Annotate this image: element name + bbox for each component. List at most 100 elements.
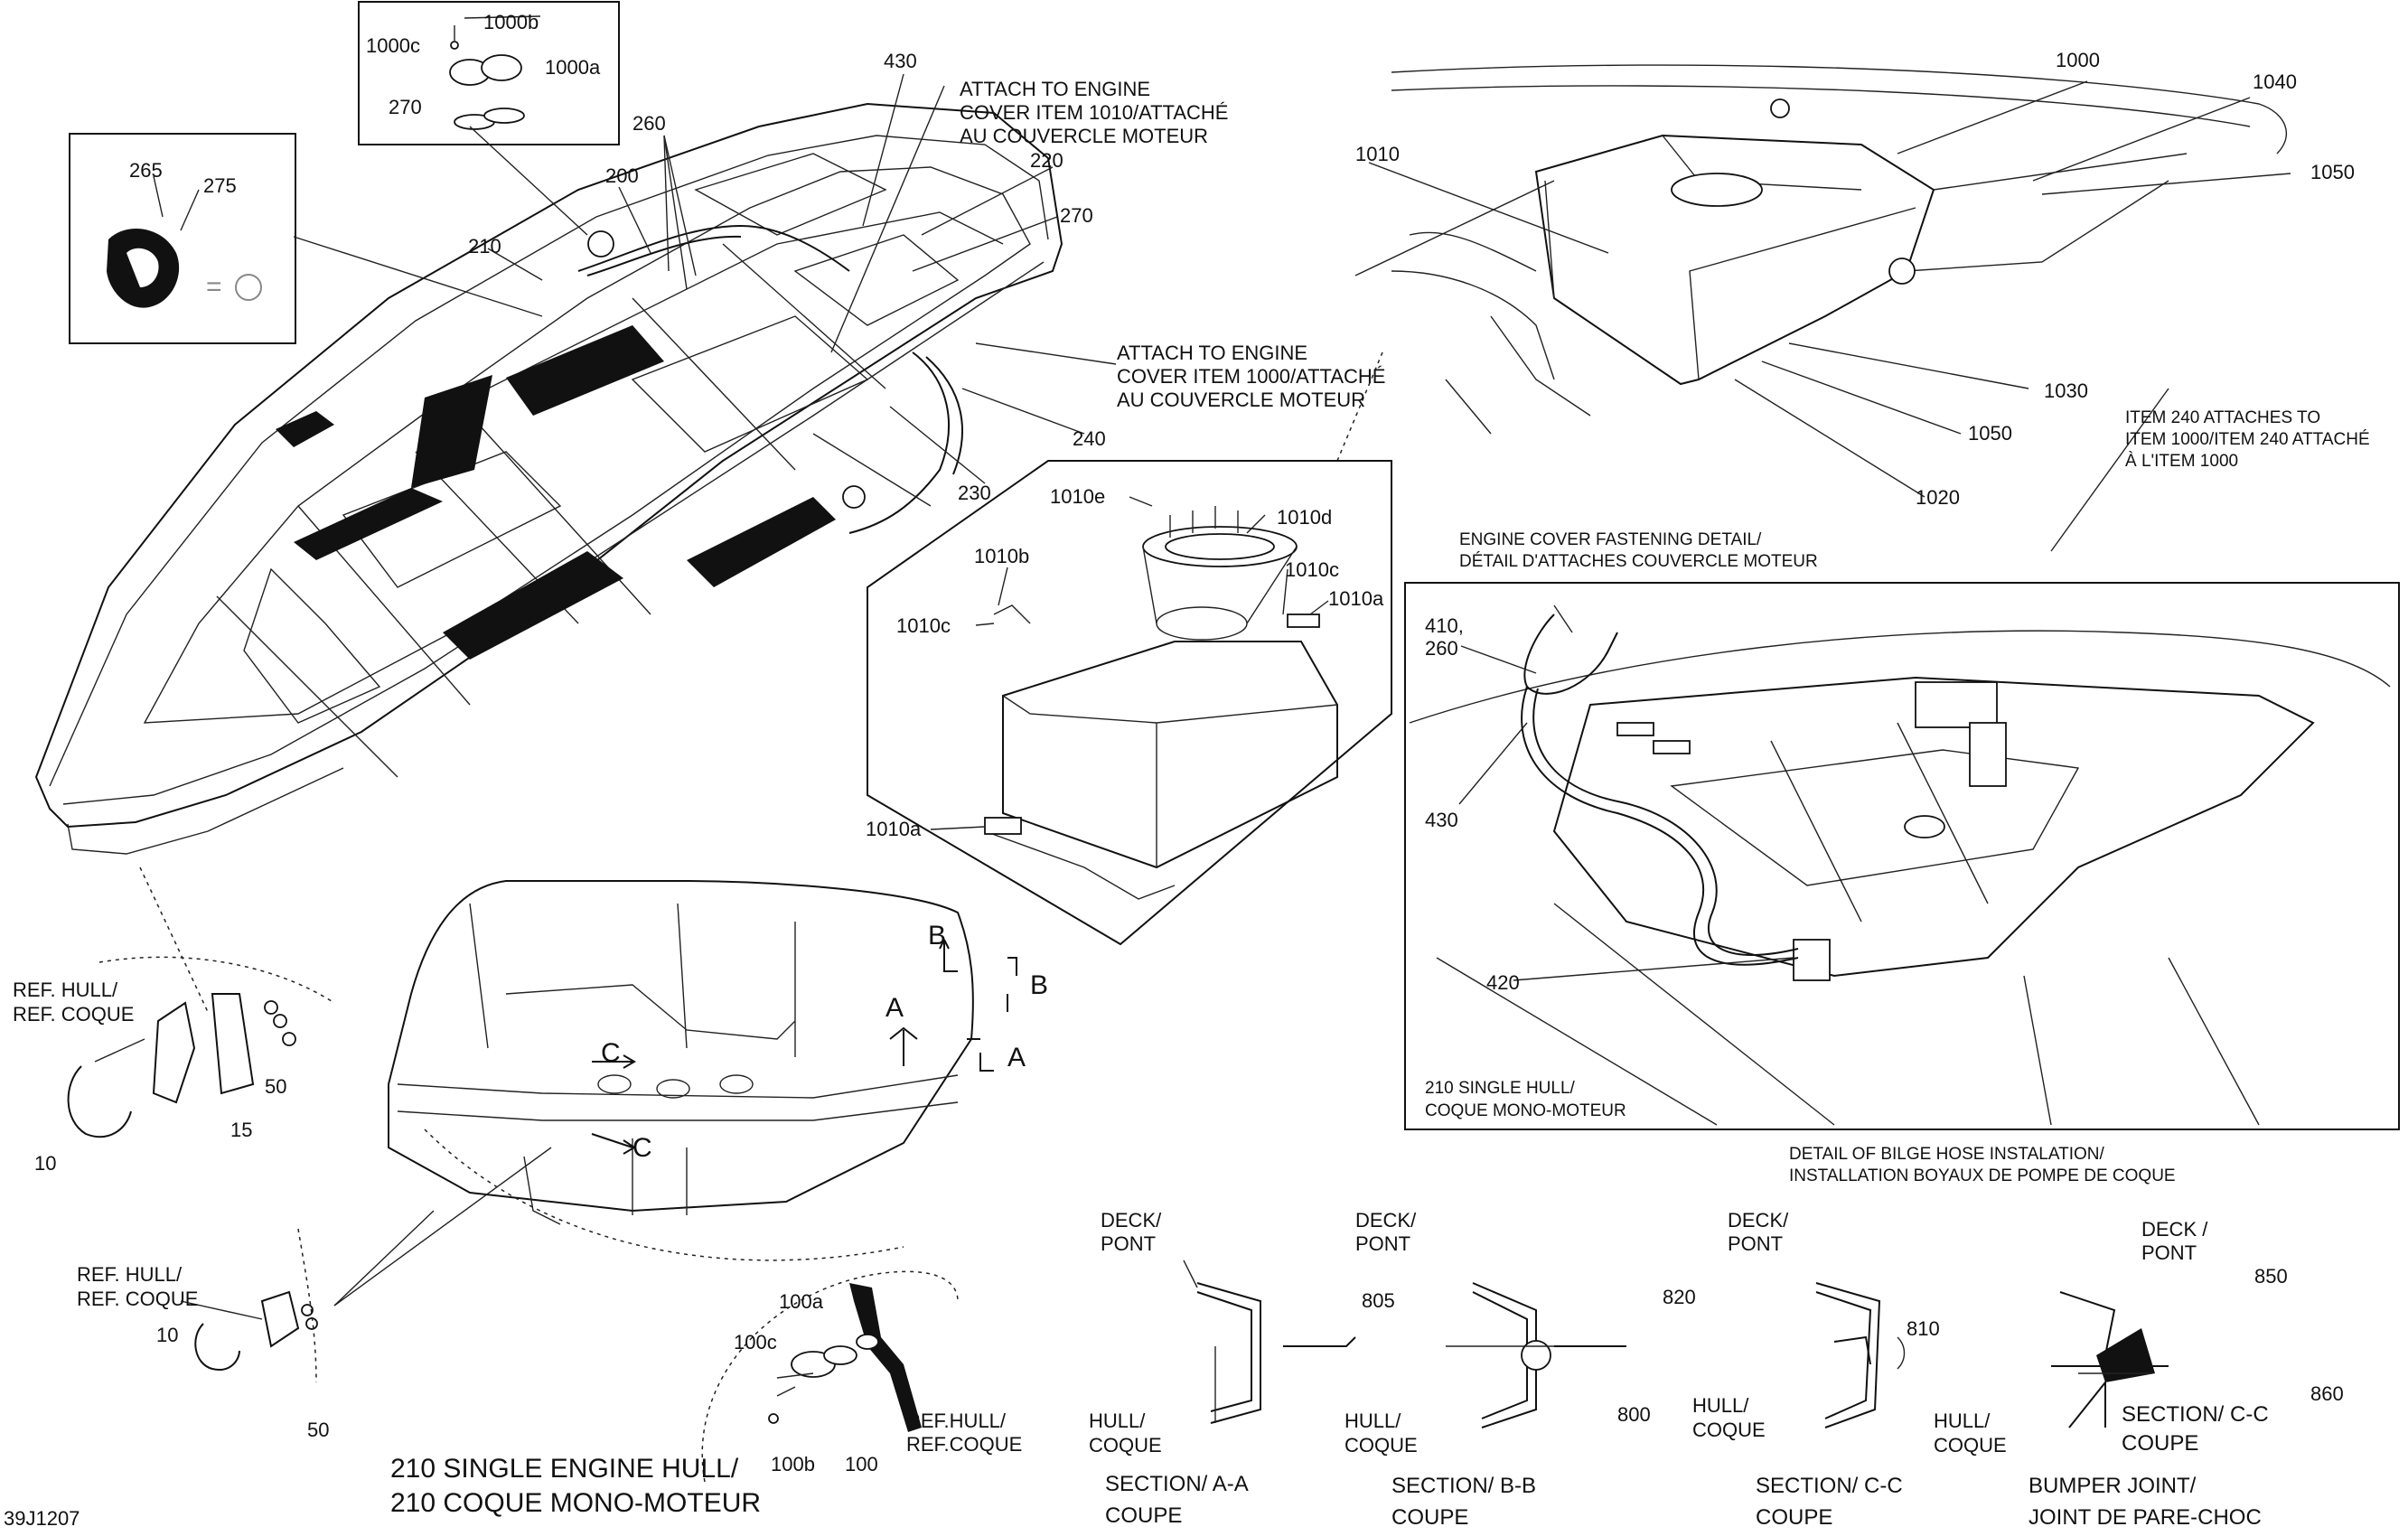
leader-lines-top-left [139,73,1117,1013]
detail-box-grommet [69,133,296,344]
part-label: 270 [389,96,422,118]
note-fastening-detail: ENGINE COVER FASTENING DETAIL/ [1459,530,1762,549]
section-title: COUPE [1756,1505,1832,1530]
note-item-240: ITEM 1000/ITEM 240 ATTACHÉ [2125,430,2370,449]
part-label: 850 [2254,1265,2288,1288]
hull-bracket-top [67,956,335,1138]
section-hull-label: HULL/ [1345,1410,1401,1432]
engine-cover-exploded [984,506,1338,900]
svg-text:=: = [206,272,222,302]
part-label: 1000b [483,11,539,33]
part-label: 240 [1073,427,1106,450]
part-label: 805 [1362,1289,1395,1312]
part-label: 1010a [1328,587,1384,610]
part-label: 1010c [896,614,951,637]
section-title: COUPE [1391,1505,1468,1530]
section-title: BUMPER JOINT/ [2029,1474,2197,1498]
note-ref-hull: REF. COQUE [13,1003,134,1026]
part-label: 220 [1030,149,1063,172]
section-deck-label: PONT [1101,1232,1156,1255]
part-label: 1000 [2056,49,2100,71]
note-fastening-detail: DÉTAIL D'ATTACHES COUVERCLE MOTEUR [1459,552,1818,571]
part-label: 430 [884,50,917,72]
part-label: 1050 [1968,422,2012,445]
part-label: 10 [156,1324,178,1346]
hull-bracket-bottom [180,1147,552,1383]
section-hull-label: HULL/ [1089,1410,1146,1432]
note-item-240: ITEM 240 ATTACHES TO [2125,408,2320,427]
part-label: 810 [1907,1317,1940,1340]
part-label: 1050 [2310,161,2355,183]
section-hull-label: COQUE [1934,1434,2007,1456]
drawing-code: 39J1207 [4,1507,80,1530]
black-deck-mat [506,325,664,416]
part-label: 10 [34,1152,56,1175]
note-attach-1010: ATTACH TO ENGINE [960,78,1150,100]
black-deck-mat [411,375,492,488]
leader-lines-center [930,496,1329,830]
black-deck-mat [294,488,443,560]
part-label: 430 [1425,809,1458,831]
section-hull-label: HULL/ [1934,1410,1991,1432]
note-attach-1010: COVER ITEM 1010/ATTACHÉ [960,101,1228,124]
part-label: 1010e [1050,485,1105,508]
part-label: 1010 [1355,143,1400,165]
section-title: SECTION/ A-A [1105,1472,1249,1496]
section-title: SECTION/ C-C [1756,1474,1903,1498]
section-marker: C [601,1038,621,1068]
part-label: 265 [129,159,163,182]
part-label: 1040 [2253,70,2297,93]
part-label: 1010d [1277,506,1332,529]
part-label: 1030 [2044,379,2088,402]
section-title: JOINT DE PARE-CHOC [2029,1505,2262,1530]
note-attach-1010: AU COUVERCLE MOTEUR [960,125,1208,147]
section-marker: A [1007,1043,1026,1072]
section-hull-label: COQUE [1692,1419,1766,1441]
black-deck-mat [276,411,334,447]
part-label: 100a [779,1290,824,1313]
black-deck-mat [443,551,623,660]
hull-rear-view [388,880,974,1261]
section-deck-label: PONT [1355,1232,1410,1255]
detail-box-bilge [1404,582,2400,1130]
diagram-title: 210 COQUE MONO-MOTEUR [390,1488,761,1518]
section-hull-label: HULL/ [1692,1394,1749,1417]
part-label: 260 [632,112,666,135]
note-item-240: À L'ITEM 1000 [2125,452,2238,471]
part-label: 1010c [1285,558,1339,581]
part-label: 270 [1060,204,1093,227]
part-label: 1010b [974,545,1029,567]
section-hull-label: COQUE [1345,1434,1418,1456]
callout-notes: ATTACH TO ENGINE COVER ITEM 1010/ATTACHÉ… [4,78,2370,1530]
part-label: 1000c [366,34,420,57]
note-ref-hull: REF. COQUE [77,1288,198,1310]
part-label: 15 [230,1119,252,1141]
note-bilge-detail: DETAIL OF BILGE HOSE INSTALATION/ [1789,1145,2104,1164]
leader-lines-top-right [1336,80,2291,552]
part-label: 200 [605,164,639,187]
part-label: 100 [845,1453,878,1475]
detail-box-engine-cover [867,460,1392,946]
section-deck-label: DECK/ [1728,1209,1789,1232]
section-deck-label: DECK / [2141,1218,2208,1241]
drain-hardware [701,1270,959,1483]
part-label: 260 [1425,637,1458,660]
note-ref-hull: REF.HULL/ [906,1410,1007,1432]
part-label: 1020 [1916,486,1960,509]
part-label: 410, [1425,614,1464,637]
section-marker: B [928,921,946,951]
black-deck-mat [687,497,836,587]
section-view-bumper [2051,1291,2169,1428]
section-deck-label: PONT [2141,1241,2197,1264]
section-deck-label: PONT [1728,1232,1783,1255]
part-label: 230 [958,482,991,504]
note-bilge-detail: INSTALLATION BOYAUX DE POMPE DE COQUE [1789,1166,2176,1185]
section-hull-label: COQUE [1089,1434,1162,1456]
grommet-parts: = [107,229,262,308]
section-markers: B B A A C C [601,921,1048,1163]
part-label: 50 [307,1419,329,1441]
note-ref-hull: REF. HULL/ [77,1263,183,1286]
part-label: 820 [1663,1286,1696,1308]
note-attach-1000: AU COUVERCLE MOTEUR [1117,389,1365,411]
